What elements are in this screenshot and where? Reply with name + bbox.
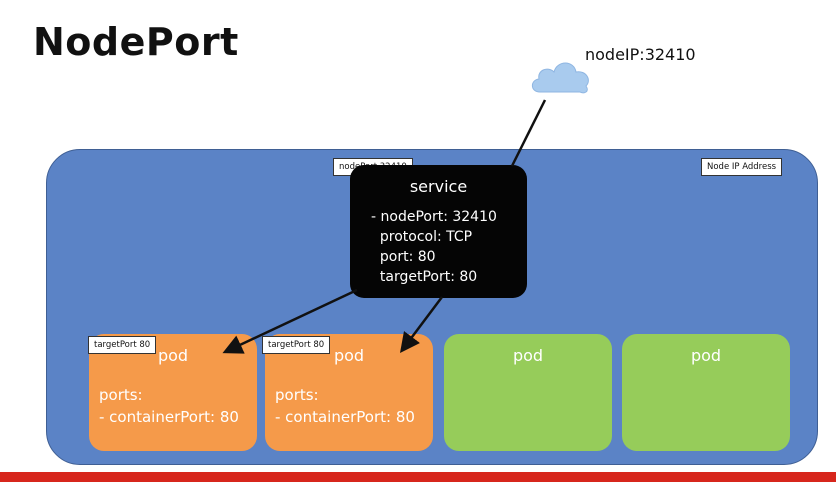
service-title: service [409, 177, 468, 196]
pod-title: pod [690, 346, 722, 365]
pod-4: pod [622, 334, 790, 451]
bottom-bar [0, 472, 836, 482]
pod-ports: ports: - containerPort: 80 [275, 384, 415, 428]
service-line-targetport: targetPort: 80 [371, 269, 478, 285]
node-ip-address-tag: Node IP Address [701, 158, 783, 176]
node-ip-label: nodeIP:32410 [585, 45, 696, 64]
pod-ports-label: ports: [99, 386, 143, 404]
pod-ports-label: ports: [275, 386, 319, 404]
pod-3: pod [444, 334, 612, 451]
target-port-tag-1: targetPort 80 [88, 336, 157, 354]
service-spec: - nodePort: 32410 protocol: TCP port: 80… [371, 207, 497, 287]
pod-title: pod [157, 346, 189, 365]
cloud-icon [531, 62, 589, 94]
service-line-nodeport: - nodePort: 32410 [371, 209, 497, 225]
pod-container-port: - containerPort: 80 [275, 408, 415, 426]
service-line-port: port: 80 [371, 249, 436, 265]
target-port-tag-2: targetPort 80 [262, 336, 331, 354]
pod-title: pod [512, 346, 544, 365]
pod-ports: ports: - containerPort: 80 [99, 384, 239, 428]
pod-container-port: - containerPort: 80 [99, 408, 239, 426]
slide-title: NodePort [33, 20, 239, 64]
service-line-protocol: protocol: TCP [371, 229, 473, 245]
service-box: service - nodePort: 32410 protocol: TCP … [350, 165, 527, 298]
